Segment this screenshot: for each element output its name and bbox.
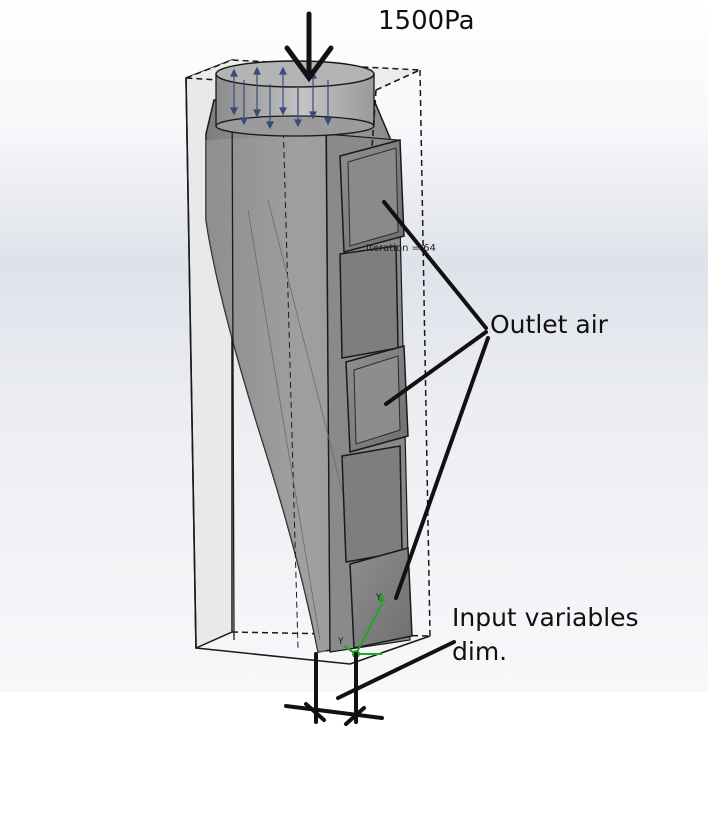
input-variables-line2: dim.: [452, 637, 508, 666]
svg-text:Y: Y: [375, 593, 382, 603]
pressure-arrow-icon: [230, 66, 332, 130]
input-variables-label: Input variables dim.: [452, 601, 639, 669]
outlet-air-label: Outlet air: [490, 310, 608, 339]
dimension-marks: [284, 640, 456, 726]
outlet-pointer-lines: [382, 200, 490, 600]
iteration-label: Iteration = 64: [366, 243, 436, 254]
svg-text:Y: Y: [337, 637, 344, 647]
pressure-label: 1500Pa: [378, 6, 475, 36]
domain-box-front-edges: [185, 69, 431, 665]
input-variables-line1: Input variables: [452, 603, 639, 632]
inlet-pressure-arrow: [284, 11, 334, 83]
